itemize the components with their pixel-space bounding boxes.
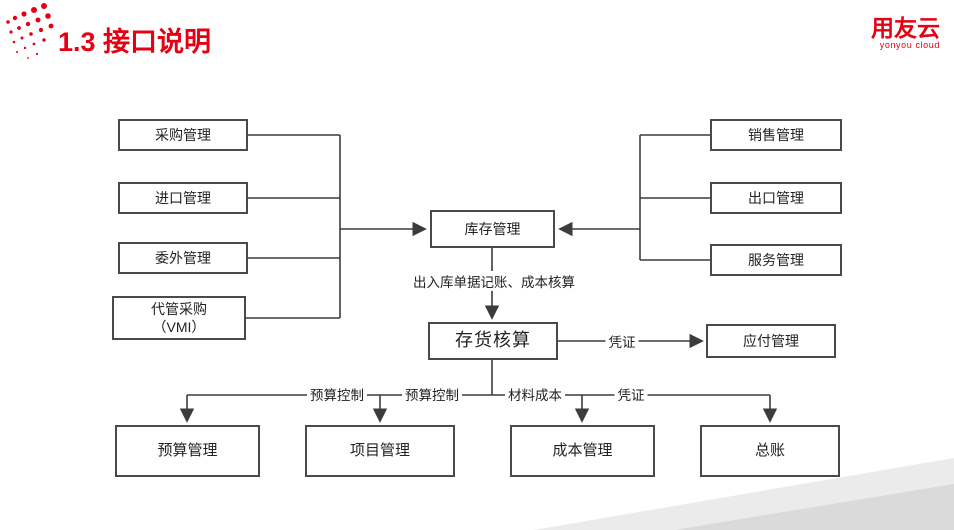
node-import-label: 进口管理 xyxy=(155,189,211,206)
node-payables: 应付管理 xyxy=(706,324,836,358)
node-outsourcing-label: 委外管理 xyxy=(155,249,211,266)
corner-decoration xyxy=(534,458,954,530)
edge-label-inout-posting: 出入库单据记账、成本核算 xyxy=(410,271,578,291)
dots-decoration xyxy=(6,3,54,59)
node-service: 服务管理 xyxy=(710,244,842,276)
node-general-ledger-label: 总账 xyxy=(754,442,785,460)
node-cost-label: 成本管理 xyxy=(552,442,613,460)
node-vmi: 代管采购 （VMI） xyxy=(112,296,246,340)
node-outsourcing: 委外管理 xyxy=(118,242,248,274)
node-inventory-accounting-label: 存货核算 xyxy=(455,330,531,351)
edge-label-voucher-to-ledger: 凭证 xyxy=(614,384,648,404)
node-vmi-label-line1: 代管采购 xyxy=(151,300,207,317)
node-export-label: 出口管理 xyxy=(748,189,804,206)
node-service-label: 服务管理 xyxy=(748,251,804,268)
node-budget: 预算管理 xyxy=(115,425,260,477)
node-project-label: 项目管理 xyxy=(349,442,410,460)
logo-text: 用友云 xyxy=(871,15,940,41)
node-sales-label: 销售管理 xyxy=(748,126,804,143)
node-export: 出口管理 xyxy=(710,182,842,214)
page-title: 1.3 接口说明 xyxy=(58,27,212,57)
node-sales: 销售管理 xyxy=(710,119,842,151)
node-project: 项目管理 xyxy=(305,425,455,477)
edge-label-voucher-to-payables: 凭证 xyxy=(605,331,639,351)
node-inventory-accounting: 存货核算 xyxy=(428,322,558,360)
node-cost: 成本管理 xyxy=(510,425,655,477)
edge-label-material-cost: 材料成本 xyxy=(505,384,565,404)
node-vmi-label-line2: （VMI） xyxy=(152,319,206,335)
edge-label-budget-control-left: 预算控制 xyxy=(307,384,367,404)
node-budget-label: 预算管理 xyxy=(157,442,218,460)
node-import: 进口管理 xyxy=(118,182,248,214)
node-inventory: 库存管理 xyxy=(430,210,555,248)
node-purchase: 采购管理 xyxy=(118,119,248,151)
node-payables-label: 应付管理 xyxy=(743,332,799,349)
node-purchase-label: 采购管理 xyxy=(155,126,211,143)
logo-subtitle: yonyou cloud xyxy=(879,40,940,51)
node-general-ledger: 总账 xyxy=(700,425,840,477)
node-inventory-label: 库存管理 xyxy=(464,220,521,237)
edge-label-budget-control-right: 预算控制 xyxy=(402,384,462,404)
yonyou-logo: 用友云 yonyou cloud xyxy=(871,16,940,50)
